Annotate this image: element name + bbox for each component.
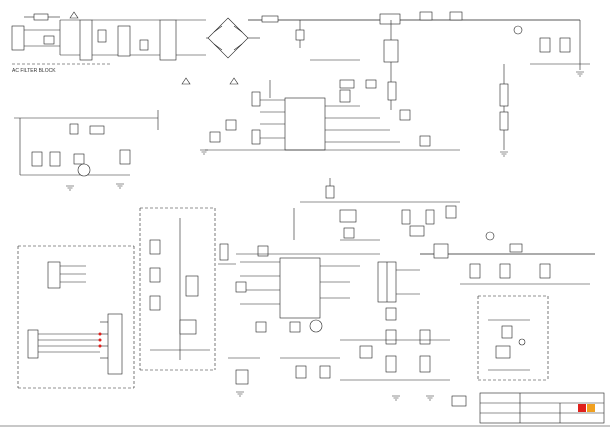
pfc-inductor [261,15,279,23]
secondary-block [477,295,549,381]
output-connector-block [17,245,135,389]
warning-triangle-icon [181,77,191,85]
filter-choke-2 [159,19,177,61]
pfc-controller-ic [284,97,326,151]
warning-triangle-icon [69,11,79,19]
vcc-bias-block [14,110,159,177]
varistor [43,35,55,45]
y-capacitor [139,39,149,51]
company-logo-icon [578,404,595,412]
main-controller-ic [279,257,321,319]
ac-input-section: AC FILTER BLOCK [11,11,239,85]
connector-cn1 [47,261,61,289]
ac-filter-heading: AC FILTER BLOCK [12,68,56,74]
driver-transistor [309,319,323,333]
bulk-output [513,25,523,35]
ac-input-connector [11,25,25,51]
ground-symbol-icon [66,71,584,401]
x-capacitor [97,29,107,43]
bias-transistor [77,163,91,177]
pfc-diode [379,13,401,25]
main-converter [139,178,595,385]
title-block [451,392,605,424]
pfc-cap [295,29,305,41]
line-filter [117,25,131,57]
connector-cn2 [27,329,39,359]
pfc-mosfet [383,39,399,63]
bridge-rectifier [206,17,260,59]
pfc-controller [205,59,460,151]
fuse [33,13,49,21]
pfc-stage [248,11,590,150]
connector-cn3 [107,313,123,375]
warning-triangle-icon [229,77,239,85]
common-mode-choke [79,19,93,61]
